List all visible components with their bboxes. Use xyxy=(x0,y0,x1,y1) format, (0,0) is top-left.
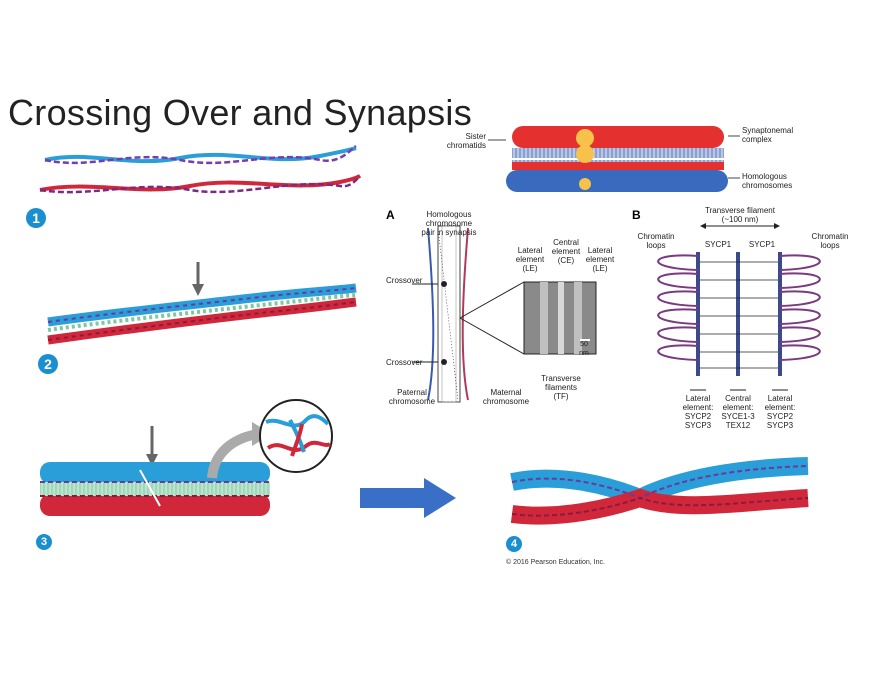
step-badge-3: 3 xyxy=(36,534,52,550)
copyright-text: © 2016 Pearson Education, Inc. xyxy=(506,559,605,566)
centromere-bottom xyxy=(579,178,591,190)
step4-strands xyxy=(510,457,809,525)
chromatin-loops-right-label: Chromatin loops xyxy=(811,232,849,250)
lateral-element-b-right-label: Lateral element: SYCP2 SYCP3 xyxy=(764,394,796,430)
step1-strands xyxy=(39,144,361,194)
centromere-top xyxy=(576,129,594,147)
lateral-element-left-label: Lateral element (LE) xyxy=(515,246,545,273)
crossover-top-label: Crossover xyxy=(386,276,423,285)
maternal-chromosome-label: Maternal chromosome xyxy=(482,388,530,406)
chromatin-loops-left-label: Chromatin loops xyxy=(637,232,675,250)
centromere-middle xyxy=(576,145,594,163)
transverse-filaments-label: Transverse filaments (TF) xyxy=(541,374,581,401)
lateral-element-right-label: Lateral element (LE) xyxy=(585,246,615,273)
synaptonemal-complex-label: Synaptonemal complex xyxy=(742,126,794,144)
crossover-bottom-label: Crossover xyxy=(386,358,423,367)
down-arrow-1 xyxy=(192,262,204,296)
down-arrow-2 xyxy=(146,426,158,466)
transverse-filament-label: Transverse filament (~100 nm) xyxy=(705,206,775,224)
panel-a-drawing xyxy=(412,225,597,403)
big-right-arrow xyxy=(360,478,456,518)
central-element-b-label: Central element: SYCE1-3 TEX12 xyxy=(721,394,755,430)
lateral-element-b-left-label: Lateral element: SYCP2 SYCP3 xyxy=(682,394,714,430)
central-element-label: Central element (CE) xyxy=(551,238,581,265)
synapsed-chromosome xyxy=(488,126,740,192)
panel-b-drawing xyxy=(634,223,860,391)
homologous-pair-label: Homologous chromosome pair in synapsis xyxy=(421,210,477,237)
sycp1-right-label: SYCP1 xyxy=(748,240,776,249)
sycp1-left-label: SYCP1 xyxy=(704,240,732,249)
magnifier-circle xyxy=(259,399,333,473)
step-badge-2: 2 xyxy=(38,354,58,374)
sister-chromatids-label: Sister chromatids xyxy=(446,132,486,150)
scale-bar-label: 50 nm xyxy=(579,341,589,357)
slide-title: Crossing Over and Synapsis xyxy=(8,92,473,133)
step-badge-4: 4 xyxy=(506,536,522,552)
panel-b-letter: B xyxy=(632,208,641,222)
homologous-chromosomes-label: Homologous chromosomes xyxy=(742,172,793,190)
step-badge-1: 1 xyxy=(26,208,46,228)
paternal-chromosome-label: Paternal chromosome xyxy=(388,388,436,406)
step2-strands xyxy=(47,283,357,345)
panel-a-letter: A xyxy=(386,208,395,222)
step3-strands xyxy=(40,462,270,516)
